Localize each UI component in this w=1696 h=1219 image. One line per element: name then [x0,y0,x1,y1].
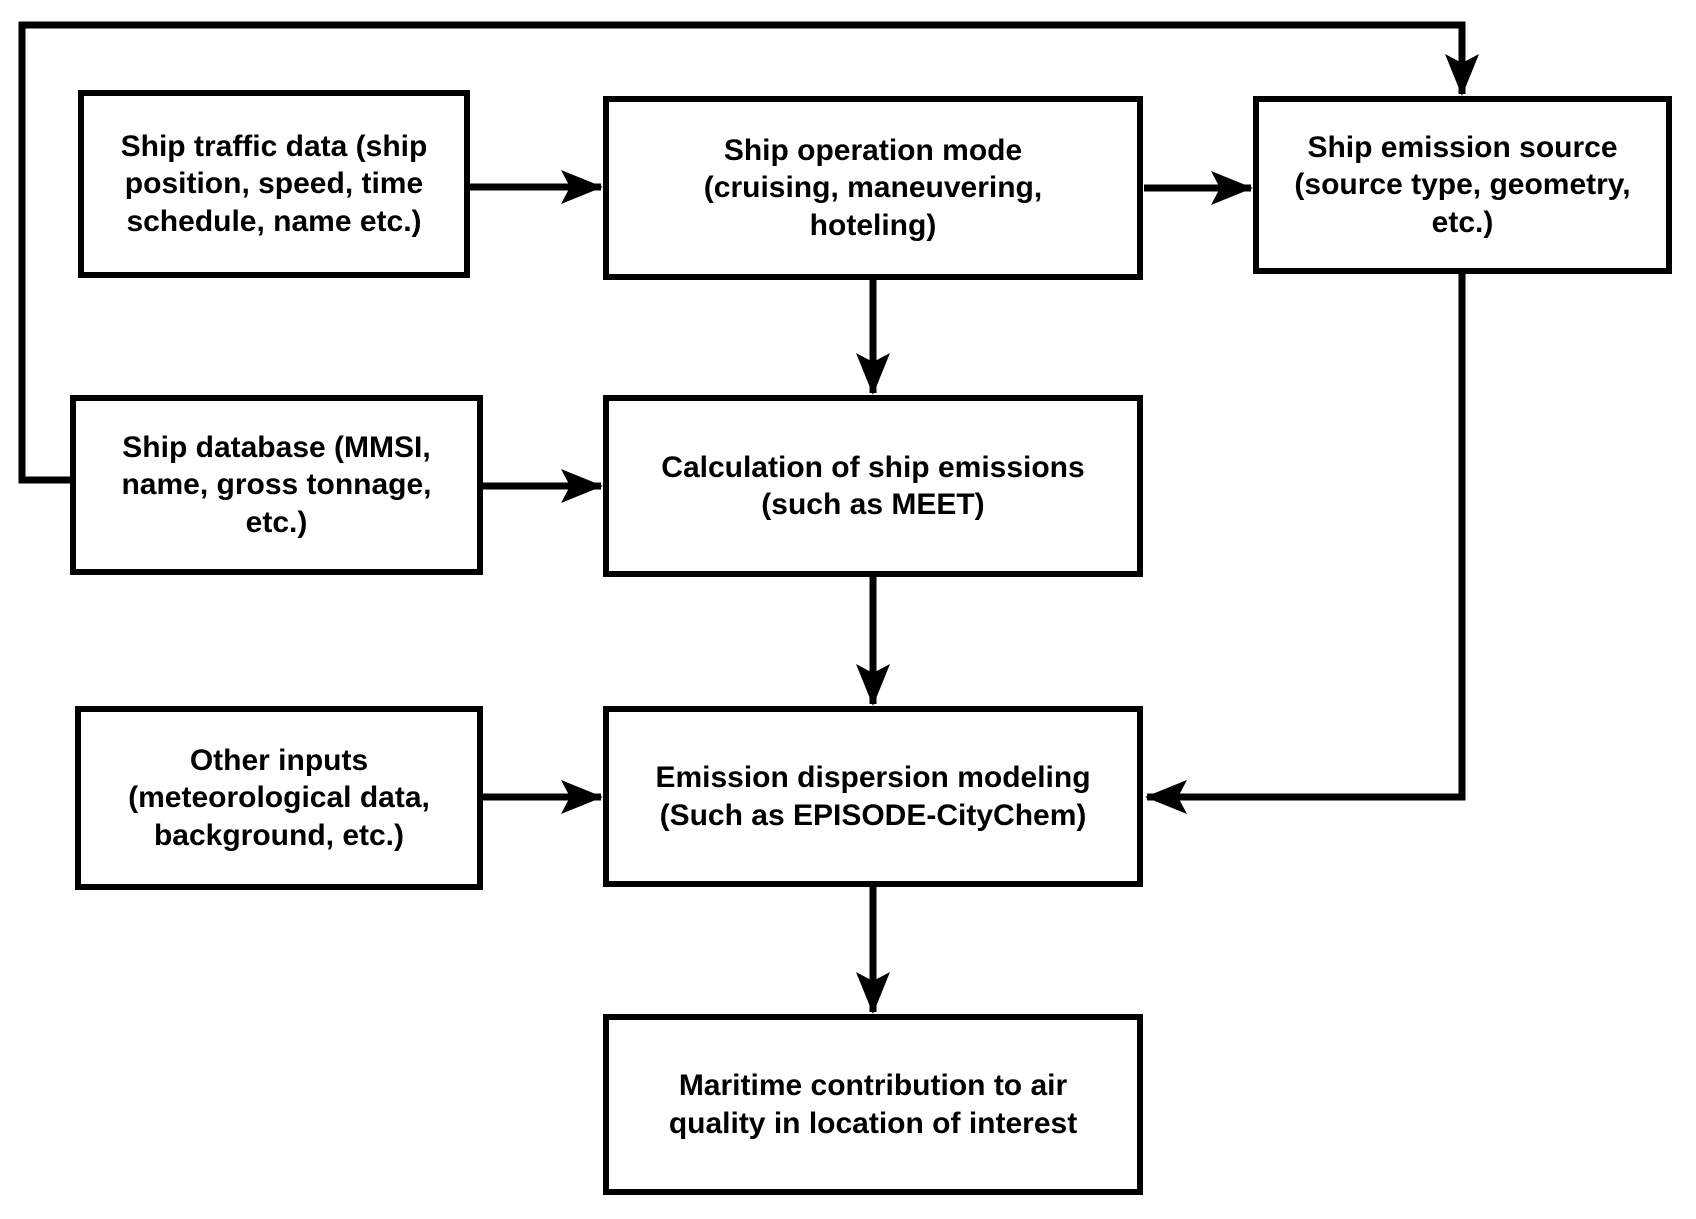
node-ship-emission-source: Ship emission source (source type, geome… [1253,96,1672,274]
node-ship-operation-mode: Ship operation mode (cruising, maneuveri… [603,96,1143,280]
node-maritime-contribution: Maritime contribution to air quality in … [603,1014,1143,1195]
node-emission-dispersion-modeling: Emission dispersion modeling (Such as EP… [603,706,1143,887]
node-ship-traffic-data: Ship traffic data (ship position, speed,… [78,90,470,278]
edge-ship-emission-source-to-emission-dispersion [1145,274,1466,814]
node-calculation-of-ship-emissions: Calculation of ship emissions (such as M… [603,395,1143,577]
node-other-inputs: Other inputs (meteorological data, backg… [75,706,483,890]
node-ship-database: Ship database (MMSI, name, gross tonnage… [70,395,483,575]
edge-ship-database-to-ship-emission-source [18,21,1479,484]
